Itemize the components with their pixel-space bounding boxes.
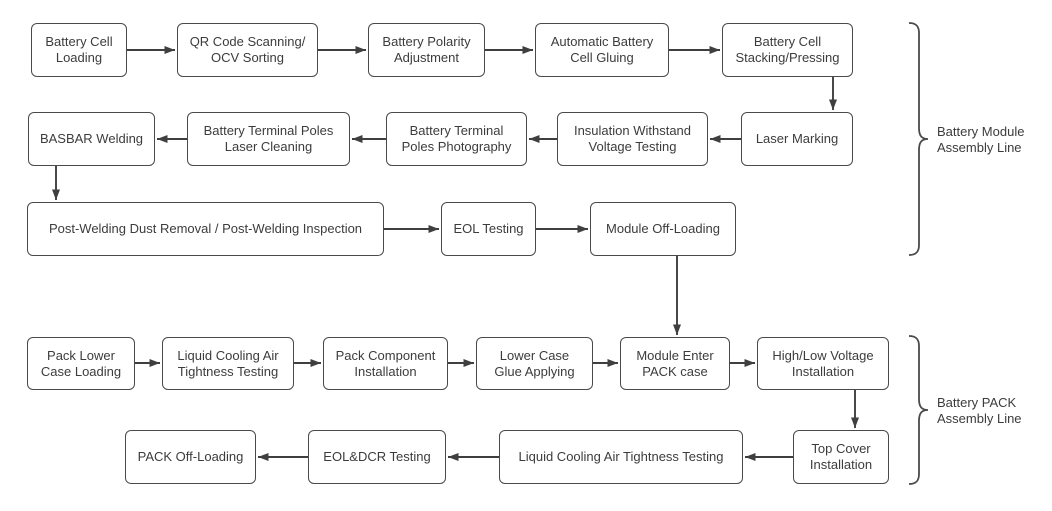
node-battery-cell-loading: Battery Cell Loading [31,23,127,77]
node-module-off-loading: Module Off-Loading [590,202,736,256]
node-battery-cell-stacking-pressing: Battery Cell Stacking/Pressing [722,23,853,77]
node-high-low-voltage-installation: High/Low Voltage Installation [757,337,889,390]
node-basbar-welding: BASBAR Welding [28,112,155,166]
node-battery-polarity-adjustment: Battery Polarity Adjustment [368,23,485,77]
node-pack-component-installation: Pack Component Installation [323,337,448,390]
node-liquid-cooling-air-tightness-testing-1: Liquid Cooling Air Tightness Testing [162,337,294,390]
brace-battery-pack-assembly-line [908,335,929,485]
node-insulation-withstand-voltage-testing: Insulation Withstand Voltage Testing [557,112,708,166]
node-eol-dcr-testing: EOL&DCR Testing [308,430,446,484]
node-liquid-cooling-air-tightness-testing-2: Liquid Cooling Air Tightness Testing [499,430,743,484]
node-automatic-battery-cell-gluing: Automatic Battery Cell Gluing [535,23,669,77]
brace-battery-module-assembly-line [908,22,929,256]
label-battery-module-assembly-line: Battery Module Assembly Line [937,124,1025,155]
node-battery-terminal-poles-laser-cleaning: Battery Terminal Poles Laser Cleaning [187,112,350,166]
node-pack-lower-case-loading: Pack Lower Case Loading [27,337,135,390]
node-battery-terminal-poles-photography: Battery Terminal Poles Photography [386,112,527,166]
node-module-enter-pack-case: Module Enter PACK case [620,337,730,390]
node-pack-off-loading: PACK Off-Loading [125,430,256,484]
node-post-welding-dust-removal-inspection: Post-Welding Dust Removal / Post-Welding… [27,202,384,256]
node-eol-testing: EOL Testing [441,202,536,256]
node-top-cover-installation: Top Cover Installation [793,430,889,484]
node-lower-case-glue-applying: Lower Case Glue Applying [476,337,593,390]
node-laser-marking: Laser Marking [741,112,853,166]
label-battery-pack-assembly-line: Battery PACK Assembly Line [937,395,1022,426]
node-qr-code-scanning-ocv-sorting: QR Code Scanning/ OCV Sorting [177,23,318,77]
